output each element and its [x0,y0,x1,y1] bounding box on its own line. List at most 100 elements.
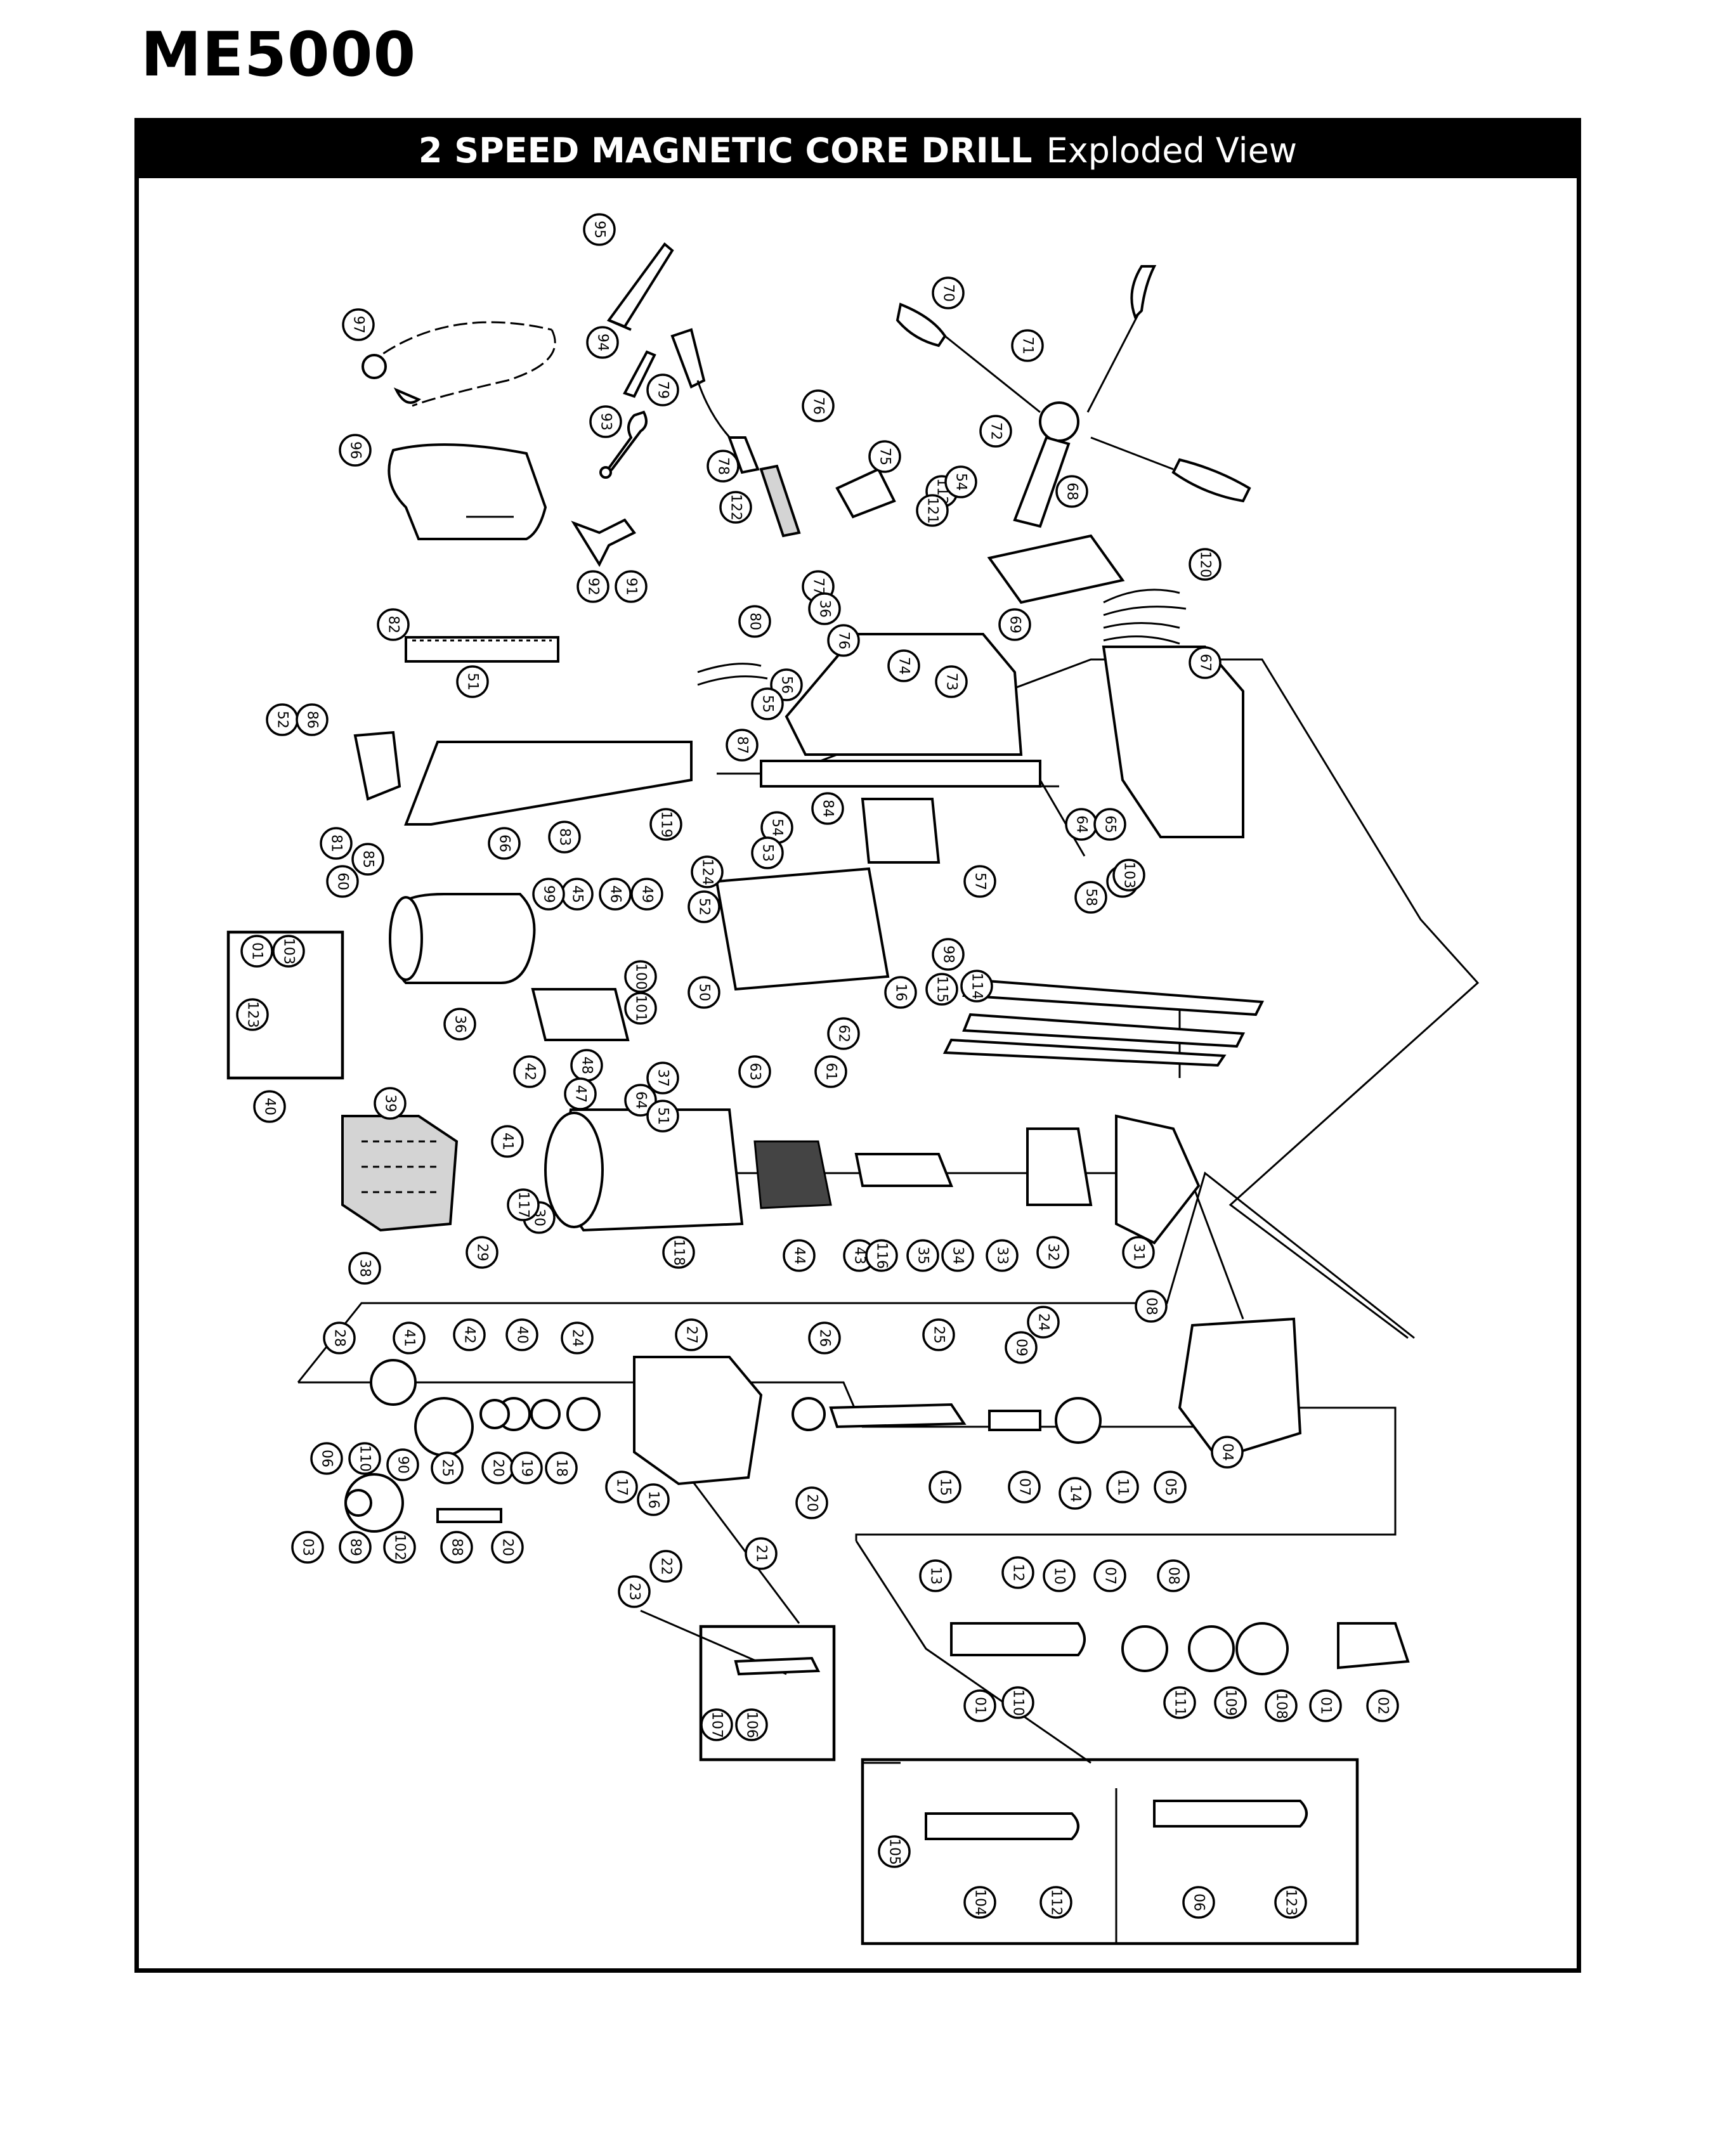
part-callout: 19 [510,1451,543,1484]
part-callout-number: 118 [671,1239,687,1266]
part-callout-number: 46 [608,885,623,903]
part-callout: 121 [916,494,949,527]
part-callout: 105 [878,1835,911,1868]
part-callout: 106 [735,1708,768,1741]
part-callout: 102 [383,1531,416,1564]
part-callout: 73 [935,665,968,698]
part-callout-number: 16 [646,1491,661,1509]
part-callout: 33 [986,1239,1019,1272]
part-callout-number: 123 [1283,1889,1299,1916]
part-callout: 12 [1001,1556,1034,1589]
part-callout: 36 [443,1008,476,1041]
part-callout: 29 [466,1236,498,1269]
part-callout-number: 51 [655,1107,671,1125]
armature-icon [854,1153,953,1187]
part-callout: 36 [808,592,841,625]
gib-strip-d-icon [942,1038,1227,1067]
part-callout: 40 [505,1318,538,1351]
part-callout: 38 [348,1252,381,1285]
part-callout-number: 41 [500,1133,516,1150]
terminal-block-icon [861,798,941,864]
return-spring-icon [988,1410,1041,1431]
chain-icon [362,321,556,407]
part-callout-number: 94 [595,334,611,351]
part-callout-number: 48 [579,1056,595,1074]
part-callout: 52 [266,703,299,736]
part-callout: 52 [687,890,720,923]
spring-icon [759,464,801,538]
part-callout-number: 50 [696,984,712,1001]
part-callout-number: 47 [573,1085,589,1103]
part-callout: 23 [618,1575,651,1608]
arbor-icon [950,1622,1289,1675]
part-callout-number: 31 [1131,1244,1147,1261]
part-callout: 20 [795,1486,828,1519]
part-callout: 83 [548,821,581,854]
gear-cover-icon [1115,1114,1201,1245]
part-callout-number: 96 [348,441,363,459]
part-callout-number: 29 [474,1244,490,1261]
part-callout: 11 [1106,1471,1139,1503]
part-callout-number: 54 [953,473,969,491]
part-callout-number: 10 [1052,1567,1067,1585]
part-callout: 13 [919,1559,952,1592]
part-callout: 46 [599,878,632,911]
part-callout-number: 89 [348,1538,363,1556]
part-callout: 115 [925,973,958,1006]
part-callout-number: 56 [779,676,795,694]
part-callout: 119 [649,808,682,841]
part-callout-number: 99 [541,885,557,903]
part-callout: 108 [1265,1689,1298,1722]
cover-plate-icon [987,534,1125,604]
part-callout-number: 36 [452,1015,468,1033]
inset-box-handle-clip [226,930,344,1080]
part-callout: 06 [1182,1886,1215,1919]
part-callout: 07 [1093,1559,1126,1592]
part-callout: 92 [577,570,609,603]
part-callout-number: 08 [1166,1567,1182,1585]
part-callout: 85 [351,843,384,876]
part-callout-number: 70 [941,284,956,302]
part-callout-number: 93 [598,413,614,431]
part-callout: 70 [932,276,965,309]
part-callout-number: 22 [658,1557,674,1575]
slide-bar-icon [404,741,693,826]
part-callout-number: 58 [1083,888,1099,906]
part-callout-number: 103 [1121,862,1137,888]
part-callout-number: 101 [633,995,649,1022]
part-callout: 47 [564,1077,597,1110]
part-callout-number: 65 [1102,815,1118,833]
part-callout: 49 [630,878,663,911]
part-callout-number: 85 [360,850,376,868]
part-callout-number: 35 [915,1247,931,1264]
part-callout-number: 111 [1172,1689,1188,1716]
part-callout-number: 120 [1197,551,1213,578]
part-callout-number: 40 [514,1326,530,1344]
part-callout: 72 [979,415,1012,448]
part-callout-number: 87 [734,736,750,754]
part-callout: 95 [583,213,616,246]
part-callout-number: 19 [519,1459,535,1477]
part-callout-number: 63 [747,1063,763,1081]
gear-icon [344,1359,474,1533]
part-callout: 42 [513,1055,546,1088]
inset-box-shaft [699,1625,836,1762]
part-callout-number: 27 [684,1326,700,1344]
part-callout-number: 52 [275,711,290,729]
part-callout-number: 71 [1020,337,1036,354]
part-callout-number: 67 [1197,654,1213,672]
part-callout-number: 20 [804,1494,820,1512]
part-callout-number: 05 [1163,1478,1178,1496]
part-callout: 57 [963,865,996,898]
part-callout: 53 [751,836,784,869]
part-callout: 44 [783,1239,816,1272]
part-callout: 04 [1211,1436,1244,1469]
part-callout-number: 01 [1318,1697,1334,1715]
part-callout-number: 02 [1375,1697,1391,1715]
part-callout-number: 84 [820,800,836,817]
part-callout-number: 49 [639,885,655,903]
part-callout: 42 [453,1318,486,1351]
motor-fan-cover-icon [341,1115,459,1232]
part-callout: 117 [507,1188,540,1221]
